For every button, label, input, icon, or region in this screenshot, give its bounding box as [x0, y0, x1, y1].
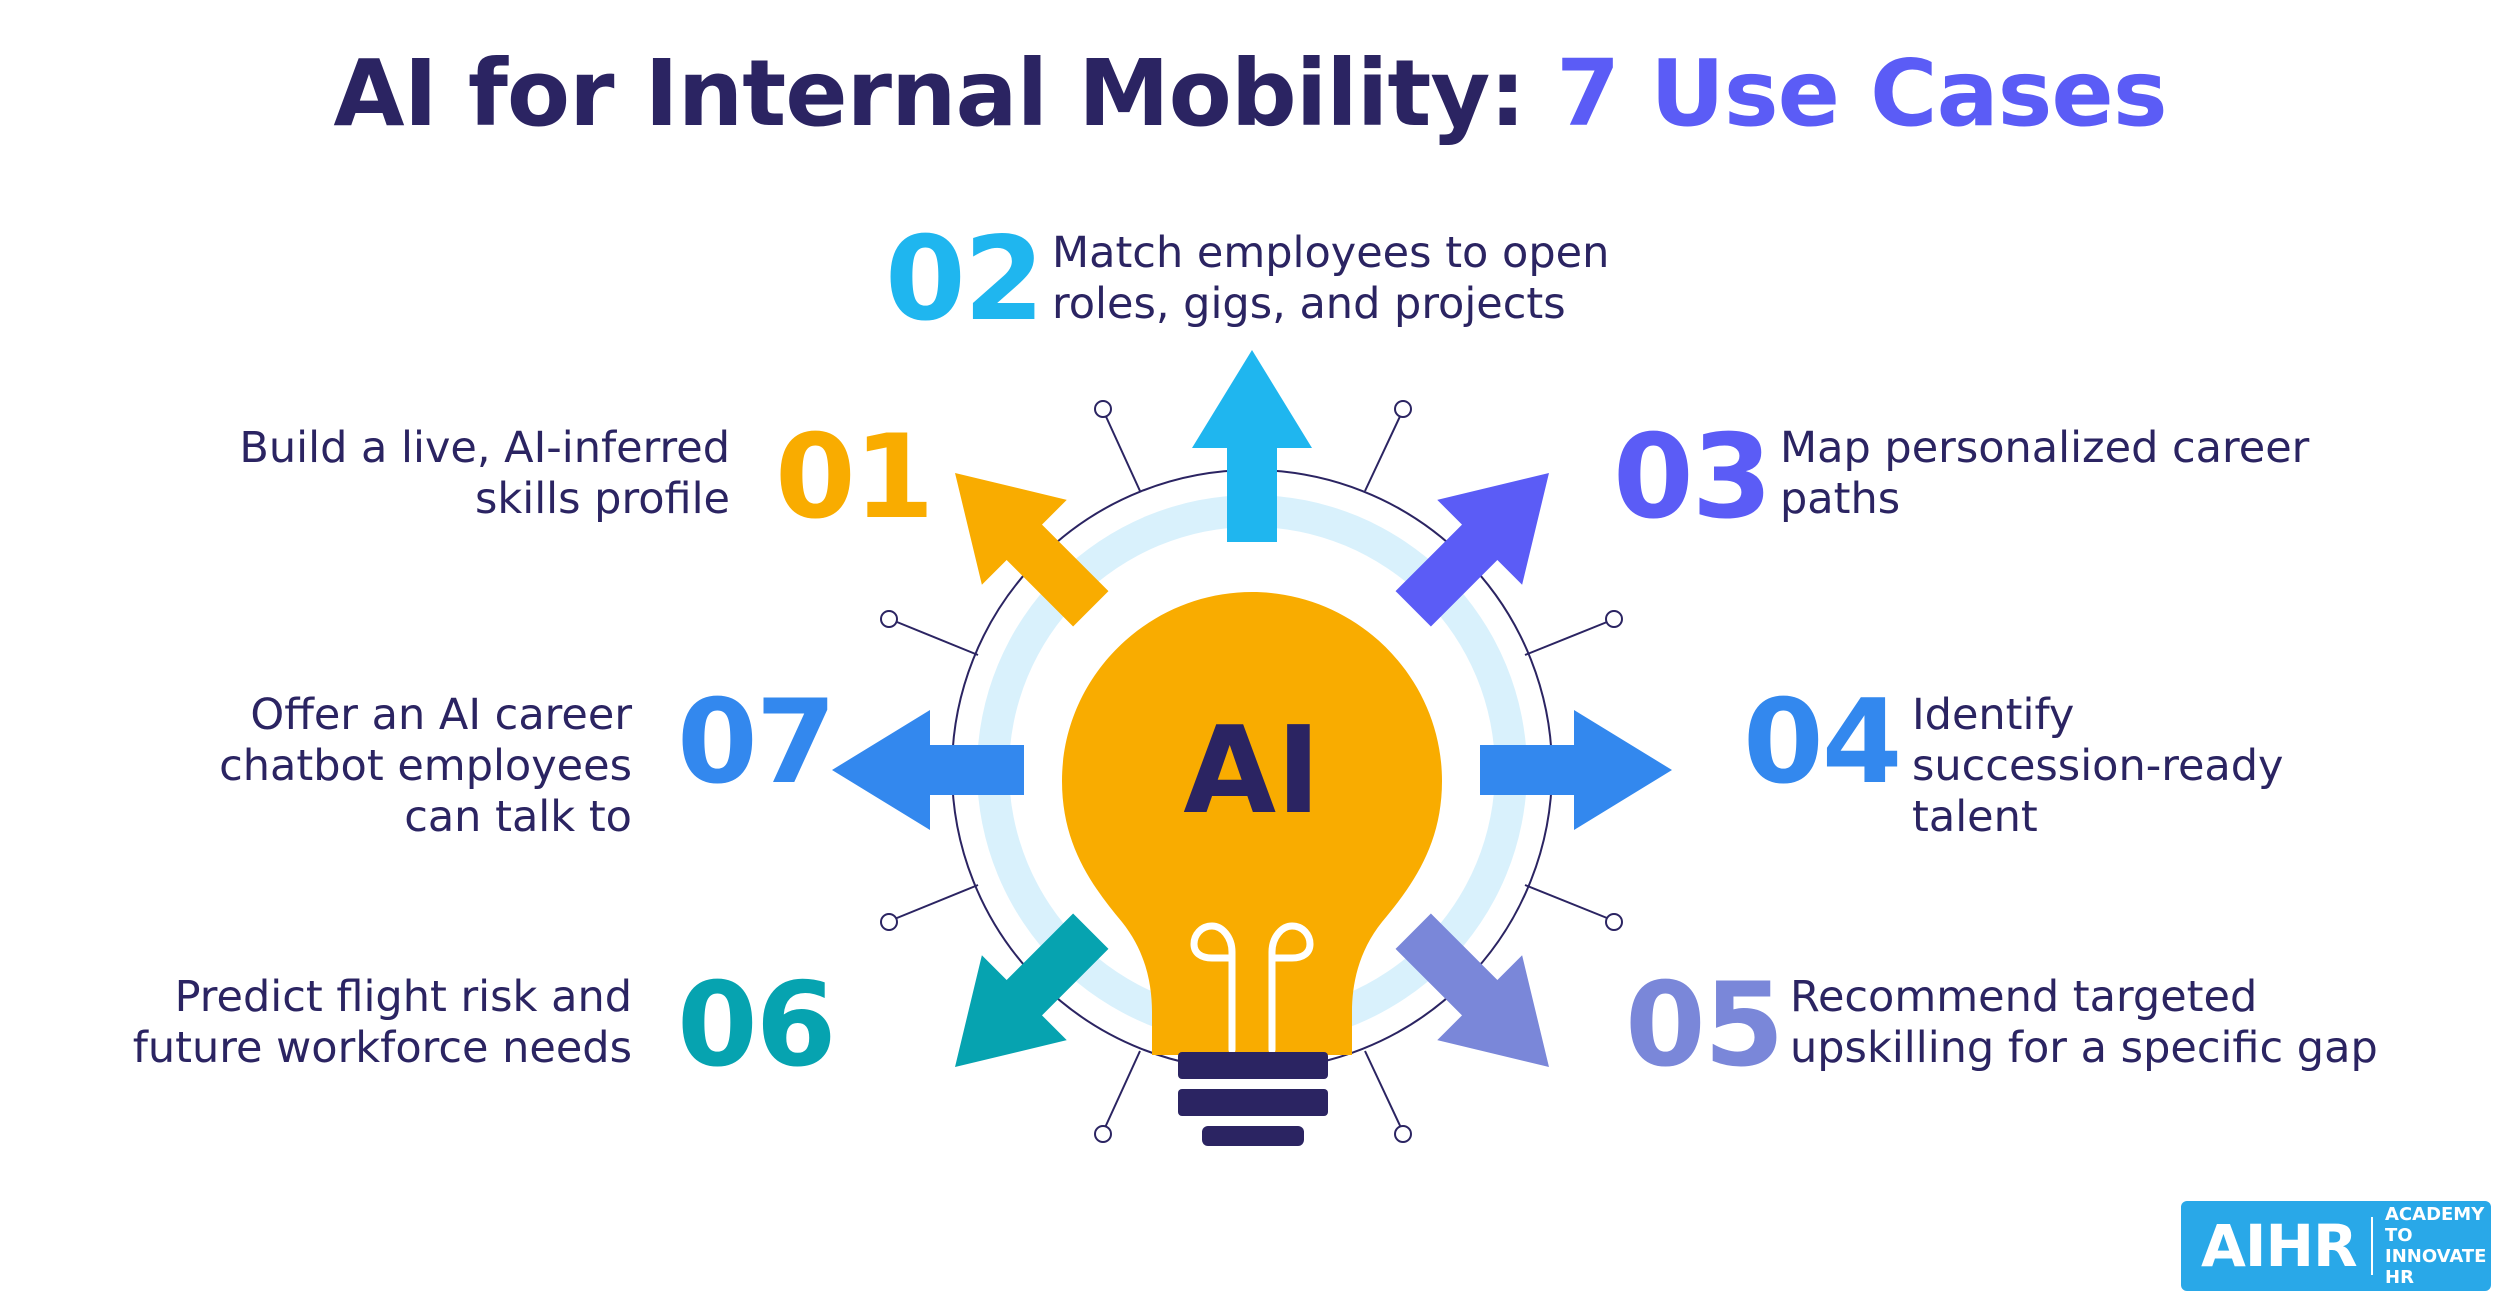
title-highlight: 7 Use Cases: [1556, 40, 2167, 147]
aihr-logo: AIHR ACADEMY TO INNOVATE HR: [2181, 1201, 2491, 1291]
use-case-01-text: Build a live, AI-inferred skills profile: [239, 423, 730, 524]
use-case-07-number: 07: [677, 675, 836, 810]
arrow-02: [1192, 350, 1312, 542]
logo-tagline: ACADEMY TO INNOVATE HR: [2385, 1204, 2487, 1288]
use-case-03-number: 03: [1613, 410, 1772, 545]
use-case-04-text: Identify succession-ready talent: [1912, 690, 2284, 842]
logo-brand: AIHR: [2201, 1212, 2358, 1280]
use-case-05-text: Recommend targeted upskilling for a spec…: [1790, 972, 2378, 1073]
bulb-label: AI: [1183, 702, 1321, 841]
use-case-02-text: Match employees to open roles, gigs, and…: [1052, 228, 1610, 329]
use-case-01-number: 01: [775, 410, 934, 545]
arrow-07: [832, 710, 1024, 830]
logo-divider: [2370, 1217, 2373, 1275]
use-case-04-number: 04: [1743, 675, 1902, 810]
use-case-02-number: 02: [885, 212, 1044, 347]
arrow-05: [1395, 913, 1549, 1067]
arrow-04: [1480, 710, 1672, 830]
use-case-07-text: Offer an AI career chatbot employees can…: [219, 690, 632, 842]
connector-lines: [880, 400, 1623, 1143]
page-title: AI for Internal Mobility: 7 Use Cases: [0, 40, 2500, 147]
lightbulb-icon: [1062, 592, 1442, 1146]
title-main: AI for Internal Mobility:: [333, 40, 1526, 147]
use-case-06-number: 06: [677, 958, 836, 1093]
use-case-06-text: Predict flight risk and future workforce…: [132, 972, 632, 1073]
use-case-05-number: 05: [1625, 958, 1784, 1093]
use-case-03-text: Map personalized career paths: [1780, 423, 2310, 524]
arrow-06: [955, 913, 1109, 1067]
arrow-03: [1395, 473, 1549, 627]
arrow-01: [955, 473, 1109, 627]
